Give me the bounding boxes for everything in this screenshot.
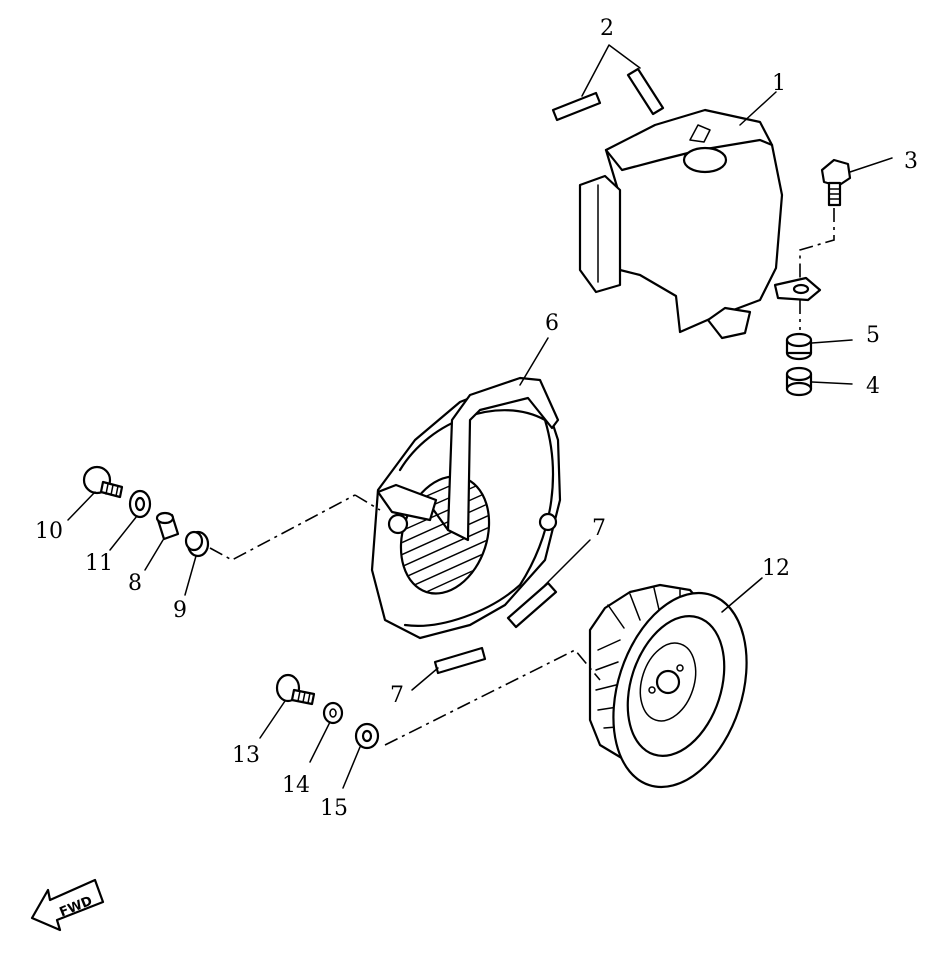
callout-4: 4 [866,374,880,399]
callout-15: 15 [320,796,348,821]
callout-8: 8 [128,571,142,596]
callout-6: 6 [545,311,559,336]
part-7-keys [411,539,591,691]
part-4-collar [785,366,853,397]
part-8-collar [144,511,180,571]
part-5-grommet [785,300,853,361]
callout-3: 3 [904,149,918,174]
part-13-screw [259,673,316,739]
callout-11: 11 [85,551,113,576]
callout-14: 14 [282,773,310,798]
callout-10: 10 [35,519,63,544]
part-6-starter-housing [354,337,562,640]
part-1-shroud [578,91,822,340]
callout-12: 12 [762,556,790,581]
callout-labels: 2 1 3 5 4 6 7 7 12 10 11 8 9 13 14 15 [35,16,918,821]
callout-2: 2 [600,16,614,41]
part-10-screw [67,465,124,521]
part-3-bolt [799,157,893,280]
part-12-flywheel [384,577,763,789]
fwd-arrow-icon: FWD [30,878,105,932]
part-9-grommet [184,494,356,596]
part-15-washer [342,722,380,789]
callout-1: 1 [772,71,786,96]
callout-9: 9 [173,598,187,623]
part-11-washer [109,489,152,551]
callout-13: 13 [232,743,260,768]
callout-7a: 7 [592,516,606,541]
callout-7b: 7 [390,683,404,708]
part-2-pins [551,44,665,122]
callout-5: 5 [866,323,880,348]
part-14-lockwasher [309,701,344,763]
